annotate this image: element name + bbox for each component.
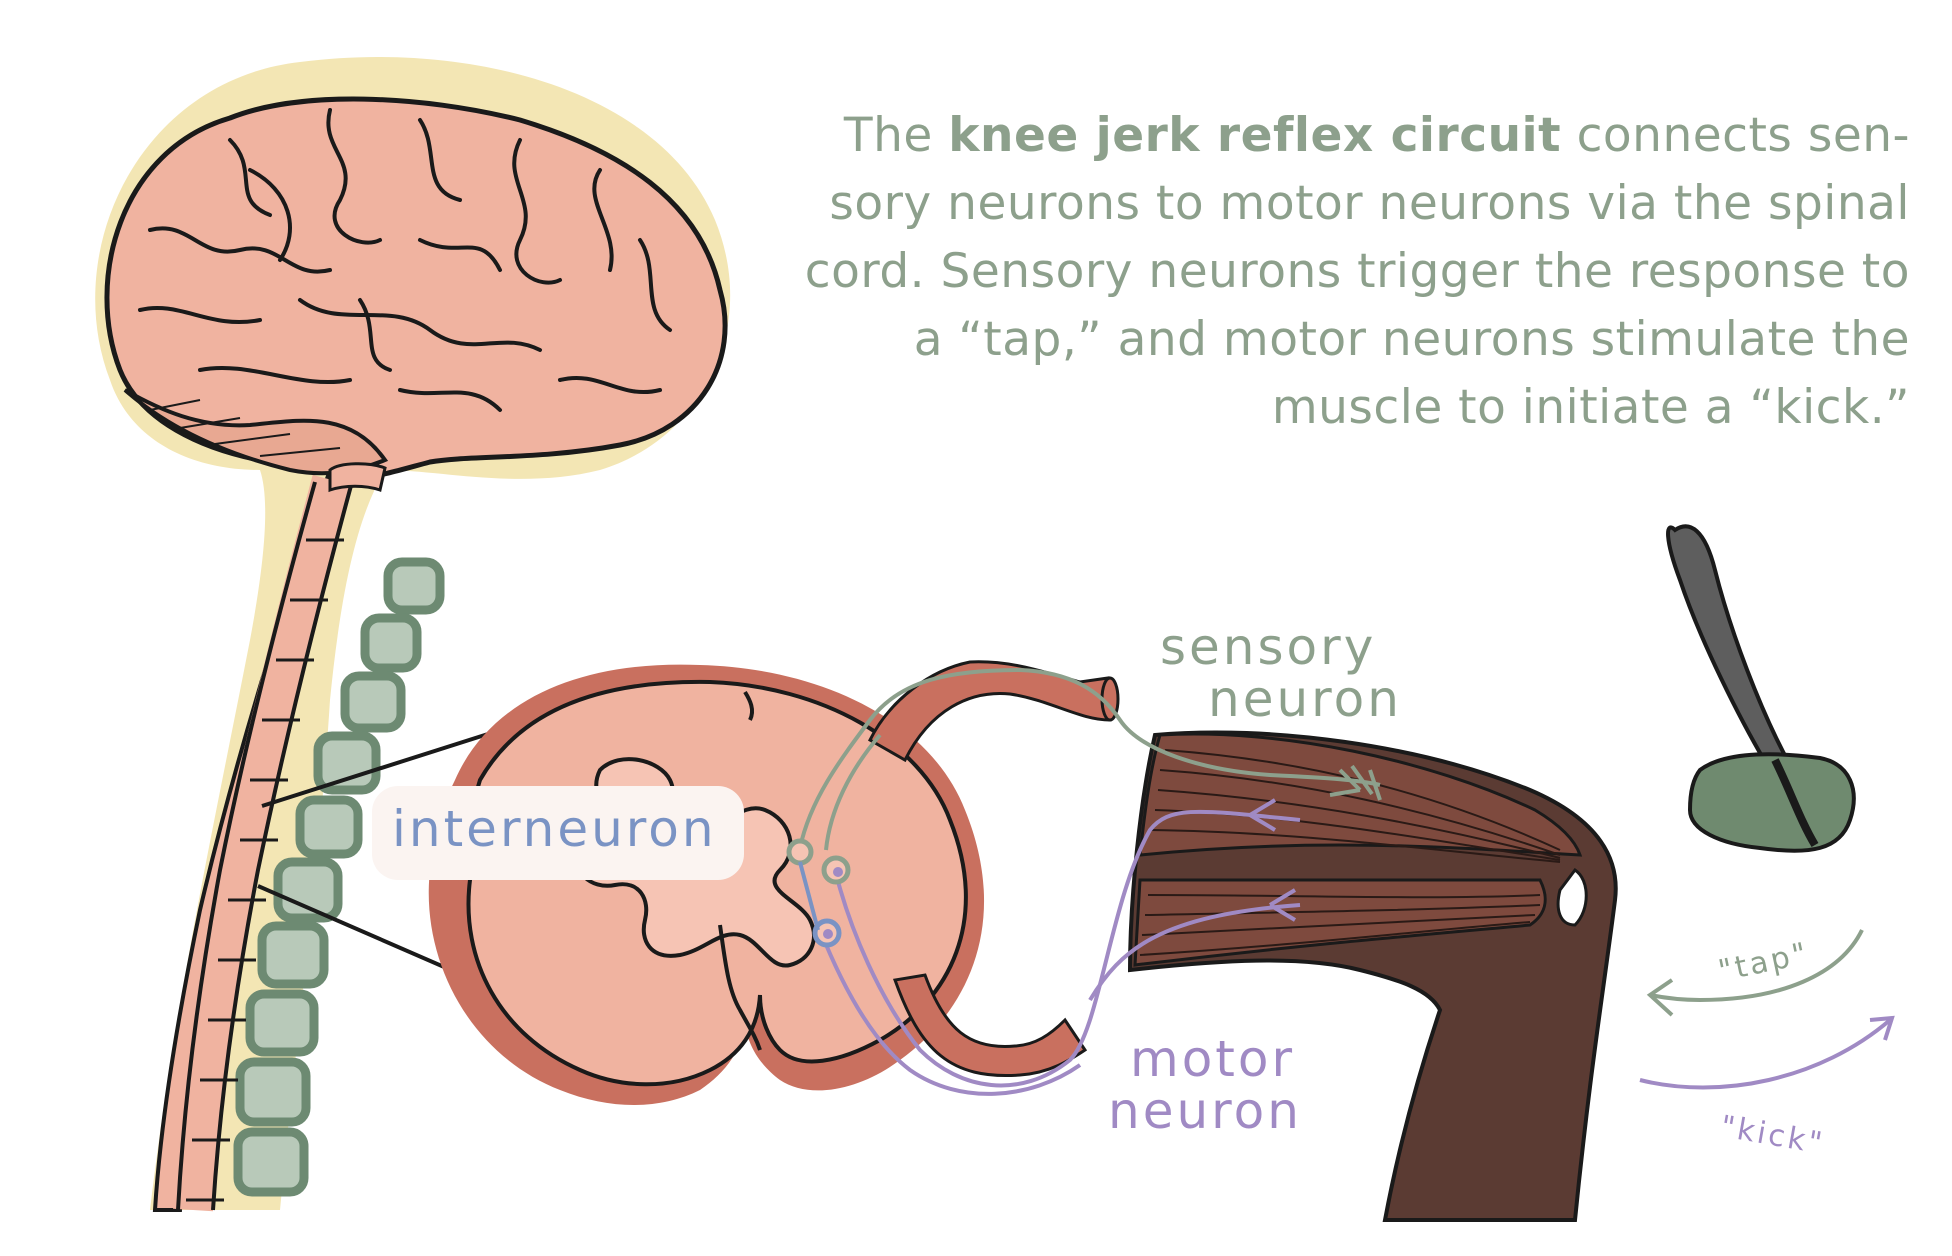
interneuron-label: interneuron — [392, 800, 717, 858]
caption: The knee jerk reflex circuit connects se… — [804, 108, 1910, 435]
spinal-cord — [152, 464, 354, 1212]
kick-arrow — [1639, 1015, 1895, 1090]
caption-bold: knee jerk reflex circuit — [948, 108, 1562, 163]
neuron-bodies — [786, 838, 851, 948]
interneuron-label-bg — [372, 786, 744, 880]
brain — [104, 96, 728, 493]
motor-label-line2: neuron — [1108, 1082, 1302, 1140]
reflex-hammer-icon — [1666, 524, 1856, 853]
leg — [1127, 730, 1618, 1222]
sensory-neuron-path — [798, 667, 1382, 851]
cord-cross-section — [428, 664, 985, 1105]
motor-neuron-path — [818, 798, 1301, 1096]
sensory-label-line1: sensory — [1160, 618, 1377, 676]
tap-arrow — [1646, 929, 1864, 1017]
vertebrae — [233, 557, 445, 1197]
motor-label-line1: motor — [1130, 1030, 1296, 1088]
sensory-label-line2: neuron — [1208, 670, 1402, 728]
